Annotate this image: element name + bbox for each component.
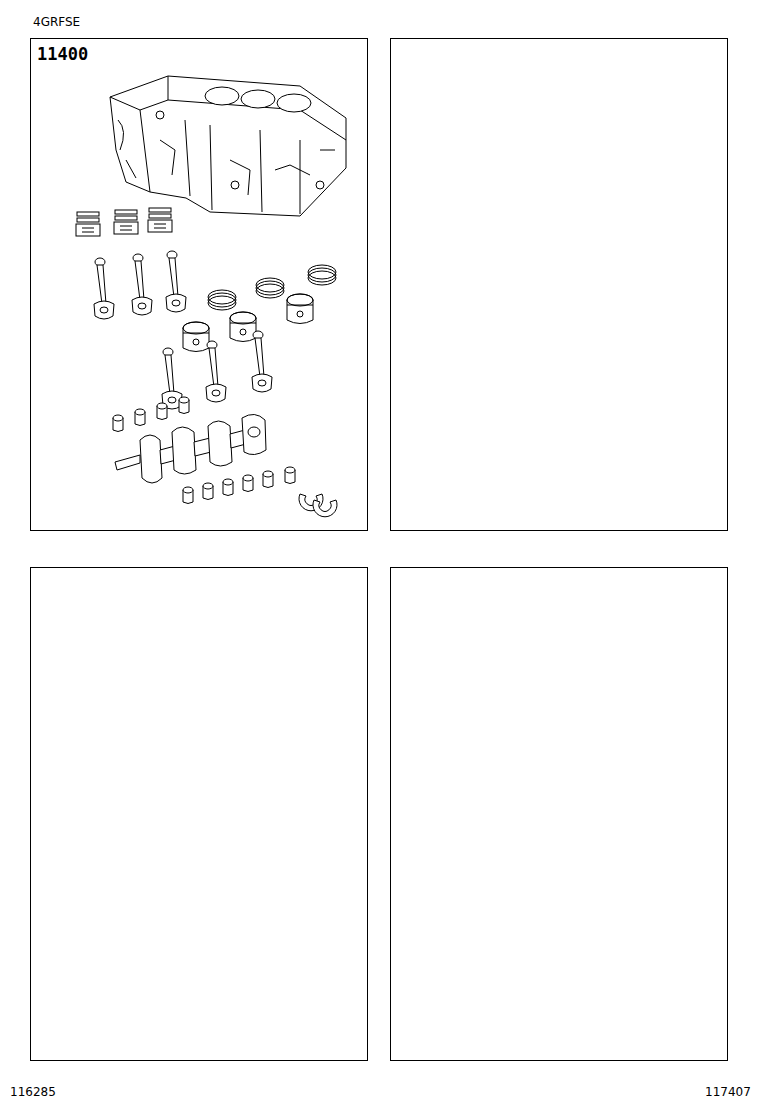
illustration-number: 116285 xyxy=(10,1085,56,1099)
group-code: 11400 xyxy=(37,44,88,64)
illustration-number: 117407 xyxy=(705,1085,751,1099)
engine-code: 4GRFSE xyxy=(33,15,80,29)
parts-panel: 11400 xyxy=(30,38,368,531)
